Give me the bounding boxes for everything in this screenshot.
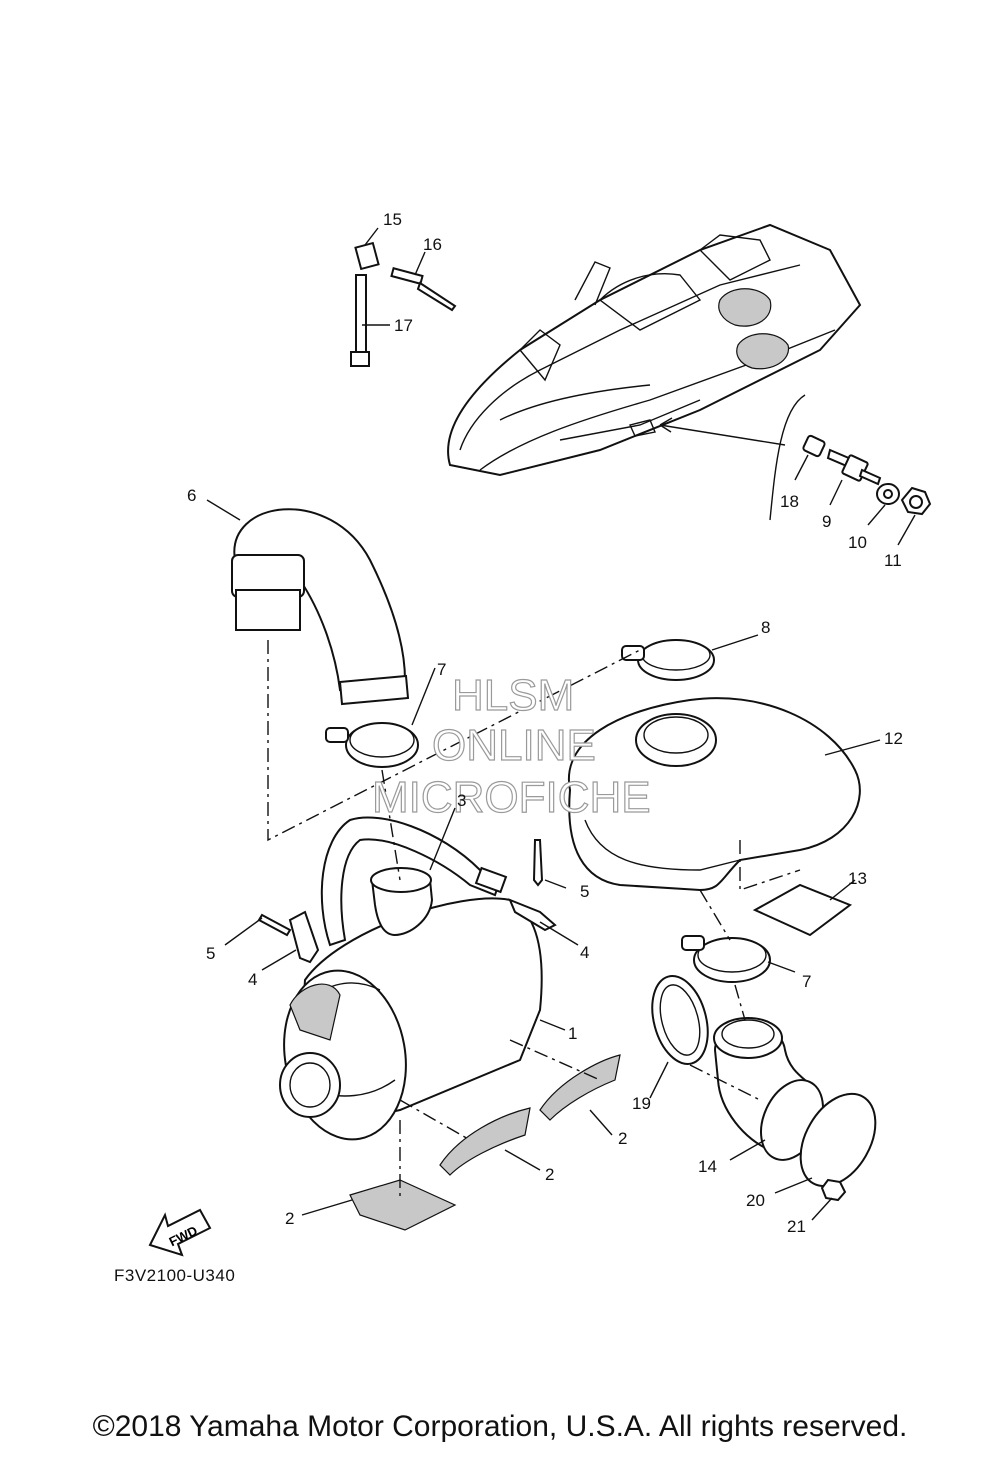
resonator-tank-12 <box>567 697 861 892</box>
watermark-line-1: HLSM <box>452 671 574 720</box>
band-clamp-7-upper <box>325 722 419 768</box>
elbow-hose-6 <box>231 508 410 706</box>
heat-shield-2b <box>439 1107 531 1176</box>
callout-15: 15 <box>383 210 402 229</box>
callout-13: 13 <box>848 869 867 888</box>
callout-6: 6 <box>187 486 196 505</box>
cable-tie-17 <box>350 274 370 367</box>
washer-10 <box>876 483 900 505</box>
strap-3 <box>320 816 508 947</box>
callout-4-right: 4 <box>580 943 589 962</box>
watermark-line-3: MICROFICHE <box>372 773 651 822</box>
callout-10: 10 <box>848 533 867 552</box>
callout-7-upper: 7 <box>437 660 446 679</box>
callout-14: 14 <box>698 1157 717 1176</box>
bracket-4-left <box>288 910 320 964</box>
callout-9: 9 <box>822 512 831 531</box>
callout-5-left: 5 <box>206 944 215 963</box>
diagram-code: F3V2100-U340 <box>114 1266 236 1285</box>
callout-16: 16 <box>423 235 442 254</box>
heat-shield-2a <box>539 1054 621 1121</box>
muffler-body-1 <box>279 867 543 1141</box>
band-clamp-7-lower <box>681 935 771 983</box>
callout-12: 12 <box>884 729 903 748</box>
pin-16 <box>390 267 457 312</box>
clamp-15 <box>354 241 380 271</box>
callout-11: 11 <box>884 551 902 570</box>
rivet-5-left <box>257 913 292 937</box>
band-clamp-8 <box>621 639 715 681</box>
plate-20 <box>799 1092 877 1188</box>
copyright-notice: ©2018 Yamaha Motor Corporation, U.S.A. A… <box>92 1410 908 1443</box>
heat-shield-2c <box>349 1179 457 1231</box>
pad-13 <box>752 883 853 937</box>
callout-4-left: 4 <box>248 970 257 989</box>
callout-7-lower: 7 <box>802 972 811 991</box>
callout-2-right: 2 <box>618 1129 627 1148</box>
callout-18: 18 <box>780 492 799 511</box>
fwd-arrow-icon: FWD <box>148 1208 212 1257</box>
cap-18 <box>802 434 826 458</box>
nut-21 <box>820 1178 847 1202</box>
watercraft-overview <box>447 223 862 477</box>
callout-2-lower: 2 <box>285 1209 294 1228</box>
callout-3: 3 <box>457 791 466 810</box>
callout-2-middle: 2 <box>545 1165 554 1184</box>
watermark: HLSM ONLINE MICROFICHE <box>371 670 651 822</box>
callout-5-right: 5 <box>580 882 589 901</box>
callout-1: 1 <box>568 1024 577 1043</box>
clamp-ring-19 <box>651 975 709 1065</box>
watermark-line-2: ONLINE <box>432 721 596 770</box>
callout-20: 20 <box>746 1191 765 1210</box>
fitting-9 <box>826 448 882 486</box>
rivet-5-right <box>532 839 544 887</box>
nut-11 <box>900 486 932 516</box>
callout-8: 8 <box>761 618 770 637</box>
callout-19: 19 <box>632 1094 651 1113</box>
callout-17: 17 <box>394 316 413 335</box>
callout-21: 21 <box>787 1217 806 1236</box>
